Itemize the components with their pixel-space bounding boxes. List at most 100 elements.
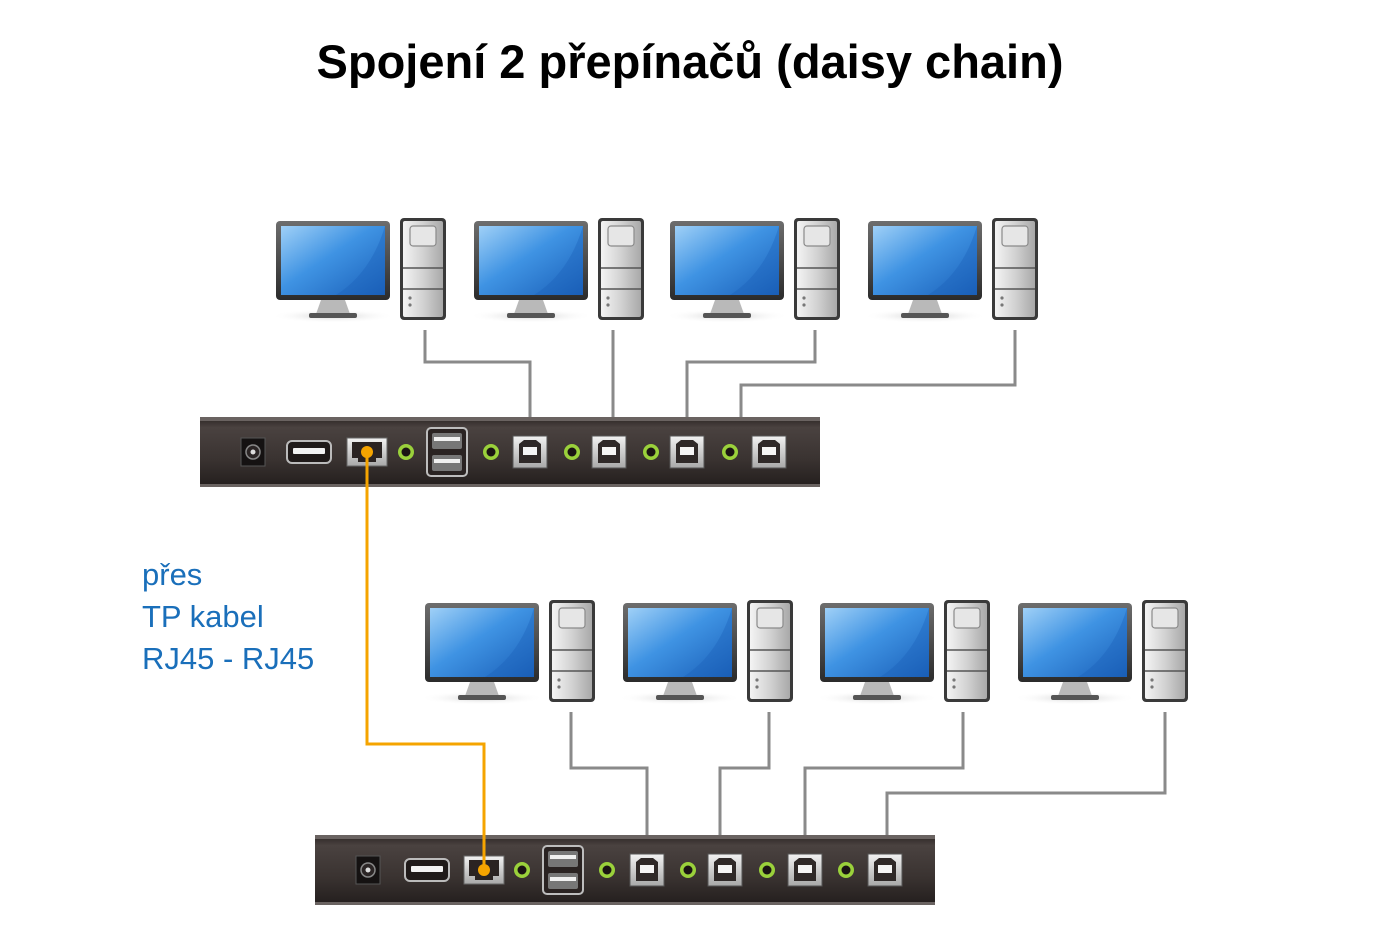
tower-led bbox=[606, 296, 610, 300]
tower-icon bbox=[1142, 600, 1188, 702]
diagram-title: Spojení 2 přepínačů (daisy chain) bbox=[316, 35, 1064, 88]
usb-b-port-icon bbox=[629, 853, 665, 887]
computer bbox=[420, 600, 595, 705]
usb-b-port-icon bbox=[707, 853, 743, 887]
screen-glare bbox=[880, 608, 929, 677]
tower-icon bbox=[549, 600, 595, 702]
usb-a-port-icon bbox=[286, 440, 332, 464]
power-port-icon bbox=[355, 855, 381, 885]
screen-glare bbox=[730, 226, 779, 295]
tower-led bbox=[755, 685, 759, 689]
monitor-screen bbox=[1023, 608, 1127, 677]
usb-a-port-icon bbox=[404, 858, 450, 882]
monitor-icon bbox=[868, 221, 982, 318]
switch-bottom-edge bbox=[200, 484, 820, 487]
monitor-screen bbox=[825, 608, 929, 677]
screen-glare bbox=[683, 608, 732, 677]
audio-jack-icon bbox=[564, 444, 580, 460]
tower-led bbox=[952, 685, 956, 689]
monitor-base bbox=[458, 695, 506, 700]
tower-icon bbox=[944, 600, 990, 702]
tower-led bbox=[802, 303, 806, 307]
tower-led bbox=[1150, 685, 1154, 689]
cable-label: přes TP kabel RJ45 - RJ45 bbox=[142, 554, 314, 680]
tower-led bbox=[1150, 678, 1154, 682]
tower-drive-bay bbox=[953, 607, 981, 629]
audio-jack-icon bbox=[722, 444, 738, 460]
usb-cable bbox=[803, 712, 965, 849]
kvm-switch bbox=[200, 417, 820, 487]
tower-icon bbox=[400, 218, 446, 320]
tower-drive-bay bbox=[756, 607, 784, 629]
tower-led bbox=[408, 296, 412, 300]
screen-glare bbox=[336, 226, 385, 295]
audio-jack-icon bbox=[759, 862, 775, 878]
usb-b-port-icon bbox=[751, 435, 787, 469]
monitor-icon bbox=[425, 603, 539, 700]
computer bbox=[618, 600, 793, 705]
monitor-icon bbox=[820, 603, 934, 700]
computer bbox=[1013, 600, 1188, 705]
monitor-screen bbox=[479, 226, 583, 295]
link-cable-plug bbox=[361, 446, 373, 458]
cable-label-line-1: přes bbox=[142, 557, 203, 592]
monitor-icon bbox=[276, 221, 390, 318]
dual-usb-port-icon bbox=[426, 427, 468, 477]
tower-icon bbox=[747, 600, 793, 702]
screen-glare bbox=[534, 226, 583, 295]
tower-led bbox=[802, 296, 806, 300]
monitor-stand bbox=[1058, 682, 1092, 696]
audio-jack-icon bbox=[643, 444, 659, 460]
usb-b-port-icon bbox=[512, 435, 548, 469]
usb-b-port-icon bbox=[591, 435, 627, 469]
monitor-base bbox=[853, 695, 901, 700]
monitor-icon bbox=[670, 221, 784, 318]
computer bbox=[863, 218, 1038, 323]
computer bbox=[815, 600, 990, 705]
usb-cable bbox=[885, 712, 1167, 849]
usb-cable bbox=[569, 712, 649, 849]
usb-b-port-icon bbox=[669, 435, 705, 469]
tower-icon bbox=[794, 218, 840, 320]
tower-drive-bay bbox=[1151, 607, 1179, 629]
tower-led bbox=[557, 685, 561, 689]
monitor-screen bbox=[430, 608, 534, 677]
computer bbox=[469, 218, 644, 323]
tower-led bbox=[755, 678, 759, 682]
tower-drive-bay bbox=[409, 225, 437, 247]
tower-drive-bay bbox=[607, 225, 635, 247]
monitor-icon bbox=[474, 221, 588, 318]
screen-glare bbox=[928, 226, 977, 295]
link-cable-plug bbox=[478, 864, 490, 876]
tower-led bbox=[1000, 303, 1004, 307]
tower-led bbox=[952, 678, 956, 682]
tower-icon bbox=[992, 218, 1038, 320]
tower-drive-bay bbox=[1001, 225, 1029, 247]
tower-led bbox=[1000, 296, 1004, 300]
cable-label-line-3: RJ45 - RJ45 bbox=[142, 641, 315, 676]
tower-drive-bay bbox=[803, 225, 831, 247]
usb-cable bbox=[423, 330, 532, 431]
screen-glare bbox=[485, 608, 534, 677]
monitor-base bbox=[656, 695, 704, 700]
audio-jack-icon bbox=[680, 862, 696, 878]
monitor-stand bbox=[465, 682, 499, 696]
monitor-base bbox=[507, 313, 555, 318]
monitor-screen bbox=[628, 608, 732, 677]
usb-b-port-icon bbox=[787, 853, 823, 887]
usb-b-port-icon bbox=[867, 853, 903, 887]
usb-cable bbox=[685, 330, 817, 431]
tower-led bbox=[606, 303, 610, 307]
switch-top-edge bbox=[200, 417, 820, 421]
tower-drive-bay bbox=[558, 607, 586, 629]
monitor-base bbox=[309, 313, 357, 318]
screen-glare bbox=[1078, 608, 1127, 677]
monitor-base bbox=[1051, 695, 1099, 700]
monitor-stand bbox=[860, 682, 894, 696]
monitor-stand bbox=[514, 300, 548, 314]
cable-label-line-2: TP kabel bbox=[142, 599, 264, 634]
monitor-screen bbox=[281, 226, 385, 295]
audio-jack-icon bbox=[599, 862, 615, 878]
rj45-link-cable bbox=[361, 446, 490, 876]
usb-cable bbox=[739, 330, 1017, 431]
